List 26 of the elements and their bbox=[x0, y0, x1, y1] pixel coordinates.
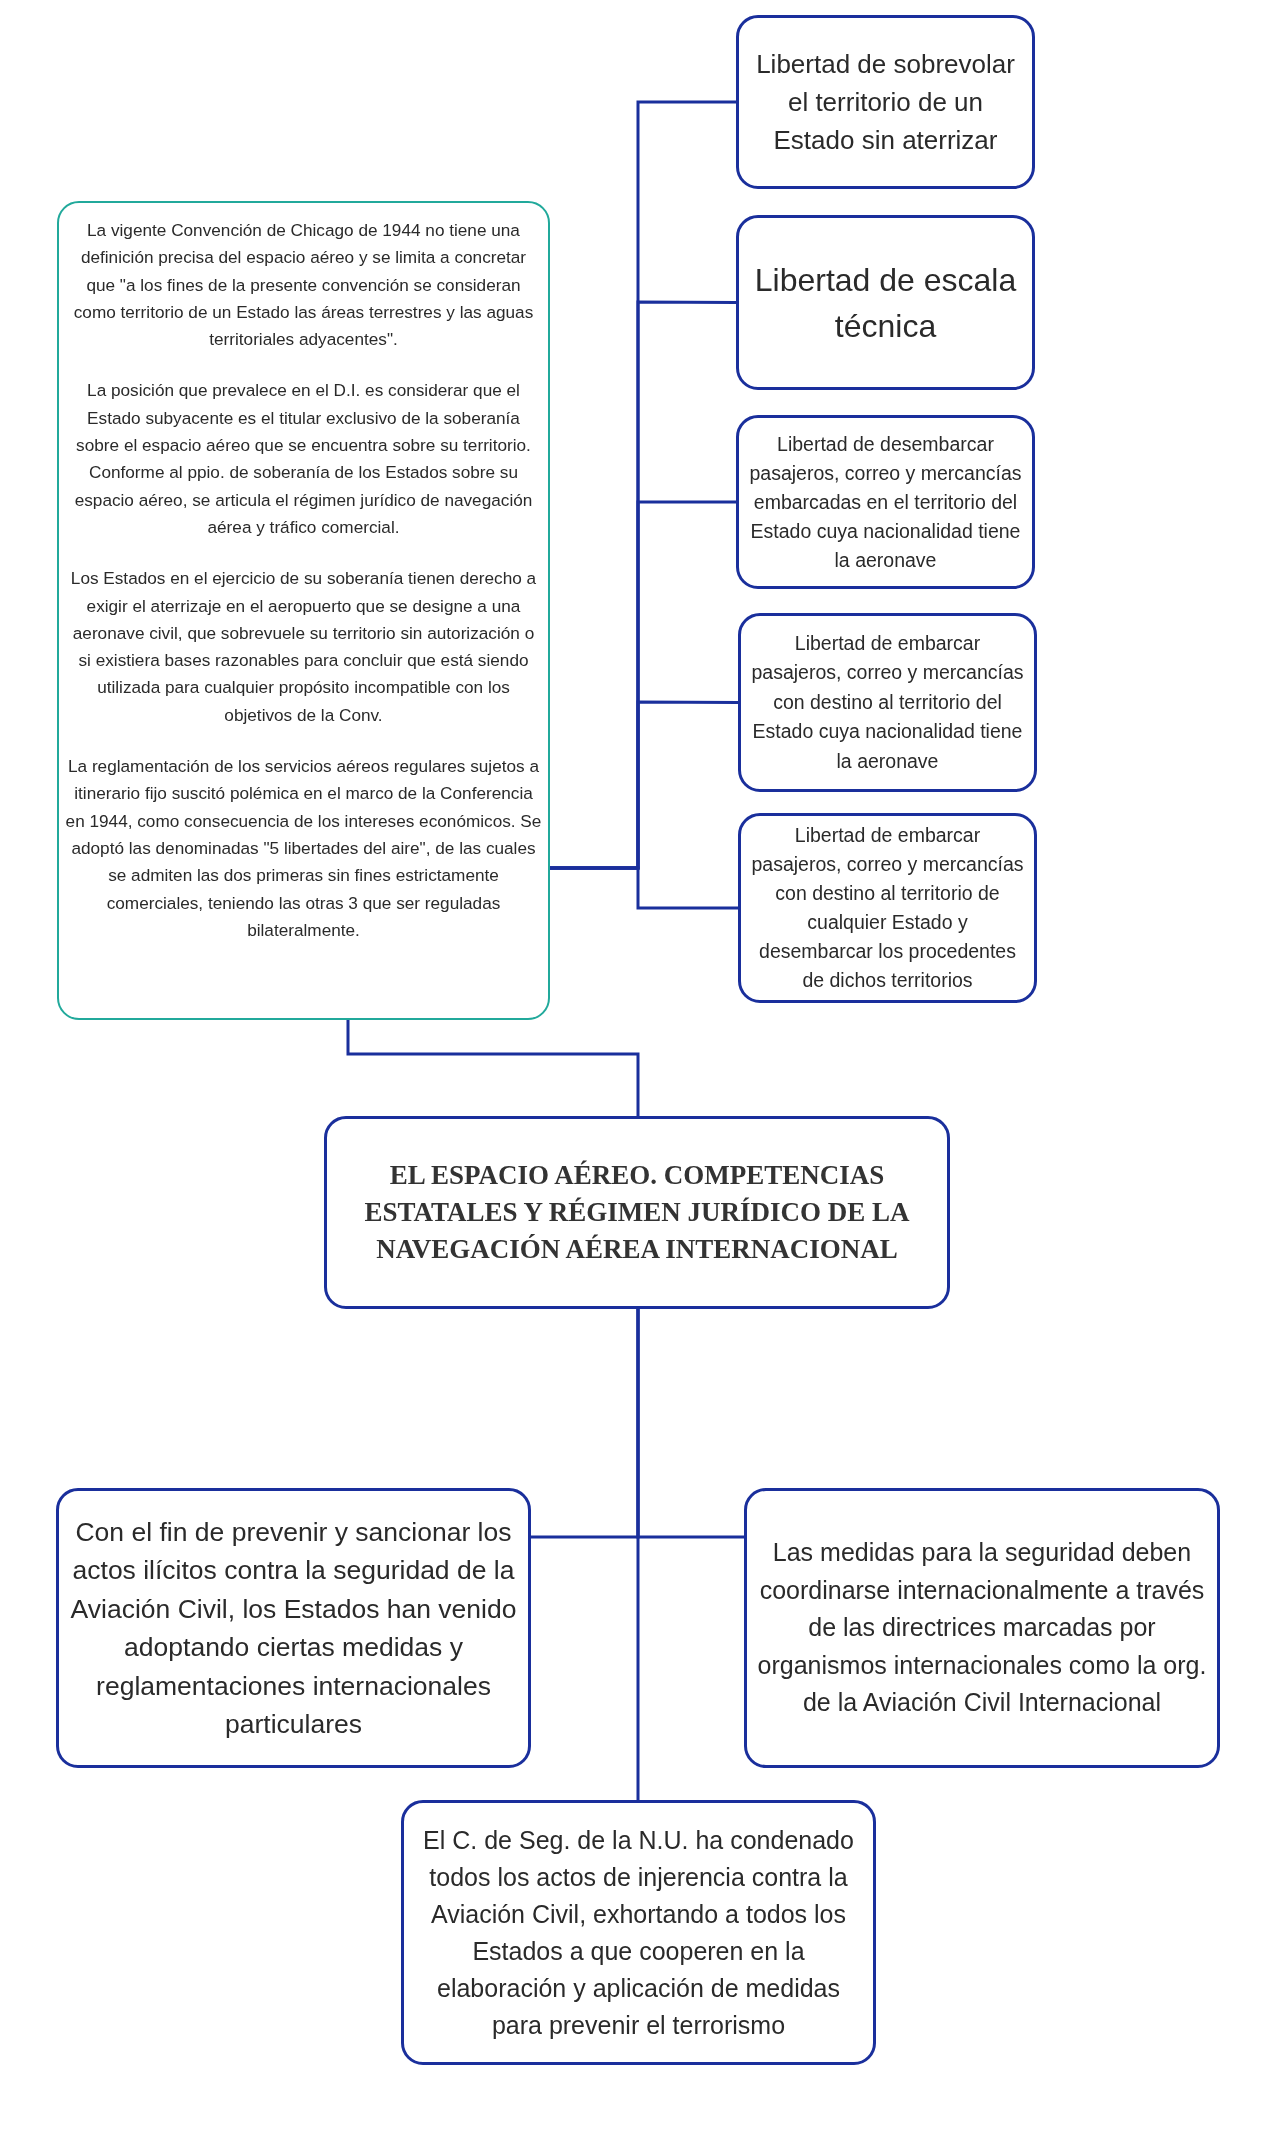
text-box bbox=[56, 1488, 531, 1768]
freedom-box bbox=[736, 415, 1035, 589]
freedom-text: Libertad de embarcar pasajeros, correo y mercancías con destino al territorio del Estado cuya nacionalidad tiene la aeronave bbox=[750, 630, 1025, 774]
freedom-text: Libertad de sobrevolar el territorio de un Estado sin aterrizar bbox=[755, 48, 1016, 157]
freedom-box bbox=[738, 613, 1037, 792]
connector-line bbox=[550, 866, 738, 910]
text-box bbox=[401, 1800, 876, 2065]
box-text: Las medidas para la seguridad deben coordinarse internacionalmente a través de las directrices marcadas por organismos internacionales como la org. de la Aviación Civil Internacional bbox=[756, 1537, 1208, 1719]
freedom-text: Libertad de embarcar pasajeros, correo y mercancías con destino al territorio de cualquier Estado y desembarcar los procedentes de dichos territorios bbox=[750, 823, 1025, 993]
freedom-box bbox=[736, 215, 1035, 390]
paragraph: La reglamentación de los servicios aéreos regulares sujetos a itinerario fijo suscitó polémica en el marco de la Conferencia en 1944, como consecuencia de los intereses económicos. Se adoptó las denominadas "5 libertades del aire", de las cuales se admiten las dos primeras sin fines estrictamente comerciales, teniendo las otras 3 que ser reguladas bilateralmente. bbox=[65, 755, 542, 942]
title-box bbox=[324, 1116, 950, 1309]
freedom-box bbox=[736, 15, 1035, 189]
box-text: El C. de Seg. de la N.U. ha condenado todos los actos de injerencia contra la Aviación Civil, exhortando a todos los Estados a que cooperen en la elaboración y aplicación de medidas para prevenir el terrorismo bbox=[422, 1824, 855, 2041]
paragraph: La vigente Convención de Chicago de 1944 no tiene una definición precisa del espacio aéreo y se limita a concretar que "a los fines de la presente convención se consideran como territorio de un Estado las áreas terrestres y las aguas territoriales adyacentes". bbox=[72, 219, 535, 352]
freedom-text: Libertad de escala técnica bbox=[753, 260, 1018, 346]
title-text: EL ESPACIO AÉREO. COMPETENCIAS ESTATALES Y RÉGIMEN JURÍDICO DE LA NAVEGACIÓN AÉREA INTERNACIONAL bbox=[363, 1159, 911, 1266]
info-box bbox=[57, 201, 550, 1020]
connector-line bbox=[346, 1020, 640, 1116]
freedom-box bbox=[738, 813, 1037, 1003]
paragraph: Los Estados en el ejercicio de su soberanía tienen derecho a exigir el aterrizaje en el aeropuerto que se designe a una aeronave civil, que sobrevuele su territorio sin autorización o si existiera bases razonables para concluir que está siendo utilizada para cualquier propósito incompatible con los objetivos de la Conv. bbox=[69, 567, 538, 727]
freedom-text: Libertad de desembarcar pasajeros, correo y mercancías embarcadas en el territorio del Estado cuya nacionalidad tiene la aeronave bbox=[748, 431, 1023, 573]
text-box bbox=[744, 1488, 1220, 1768]
connector-line bbox=[636, 1309, 640, 1800]
paragraph: La posición que prevalece en el D.I. es considerar que el Estado subyacente es el titular exclusivo de la soberanía sobre el espacio aéreo que se encuentra sobre su territorio. Conforme al ppio. de soberanía de los Estados sobre su espacio aéreo, se articula el régimen jurídico de navegación aérea y tráfico comercial. bbox=[73, 379, 534, 539]
box-text: Con el fin de prevenir y sancionar los actos ilícitos contra la seguridad de la Aviación Civil, los Estados han venido adoptando ciertas medidas y reglamentaciones internacionales particulares bbox=[69, 1515, 518, 1741]
